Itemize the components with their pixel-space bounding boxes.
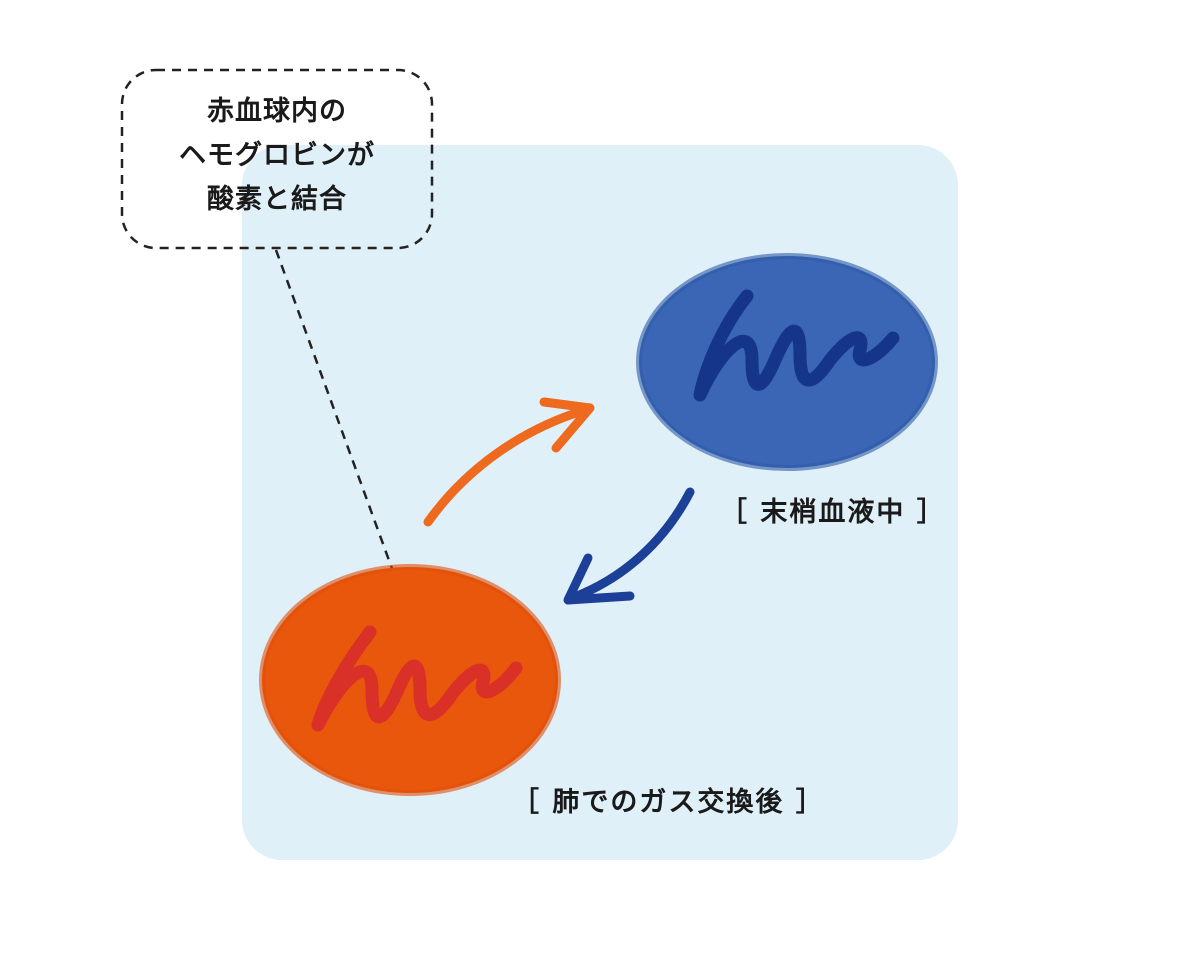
callout-text: 赤血球内の ヘモグロビンが 酸素と結合 bbox=[122, 90, 432, 222]
blue-arrow-icon bbox=[563, 487, 695, 605]
callout-line-3: 酸素と結合 bbox=[207, 184, 347, 215]
callout-line-1: 赤血球内の bbox=[207, 96, 347, 127]
oxygenated-red-blood-cell-icon bbox=[259, 564, 561, 796]
callout-line-2: ヘモグロビンが bbox=[179, 140, 375, 171]
callout-box bbox=[120, 68, 434, 250]
callout-leader-line bbox=[274, 249, 412, 619]
deoxygenated-red-blood-cell-icon bbox=[636, 253, 938, 471]
peripheral-blood-label: ［ 末梢血液中 ］ bbox=[720, 497, 946, 528]
after-gas-exchange-label: ［ 肺でのガス交換後 ］ bbox=[512, 787, 825, 818]
orange-arrow-icon bbox=[423, 397, 595, 527]
